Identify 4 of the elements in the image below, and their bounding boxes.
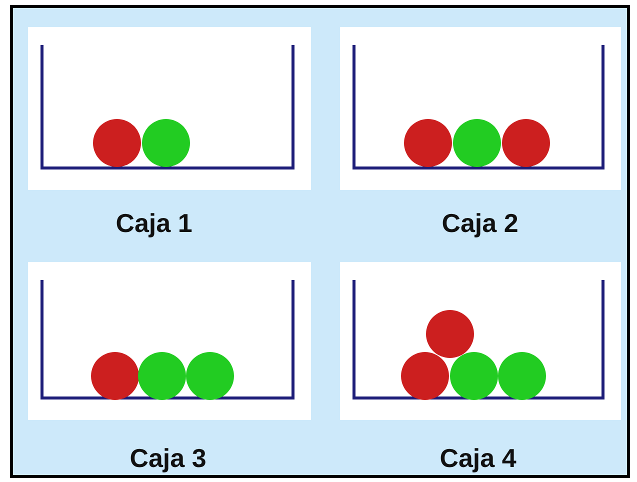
panel-caption: Caja 3: [128, 443, 208, 474]
panel-caption: Caja 4: [438, 443, 518, 474]
panel-caption: Caja 2: [440, 208, 520, 239]
panel-caption: Caja 1: [114, 208, 194, 239]
